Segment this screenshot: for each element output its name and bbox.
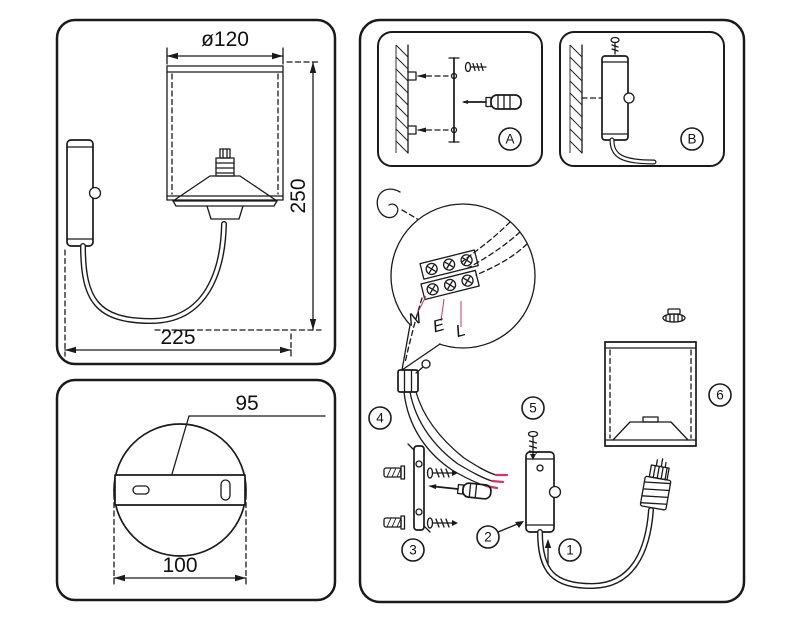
dim-plate-width-label: 95: [235, 392, 258, 415]
ring-terminal-icon: [421, 359, 431, 369]
shade-box: [604, 341, 697, 447]
mount-slot-horizontal: [132, 485, 150, 495]
step-b-label: B: [687, 132, 696, 147]
step-6-label: 6: [716, 388, 724, 403]
dim-height-label: 250: [287, 178, 310, 213]
dimension-depth: 225: [64, 249, 292, 357]
screw-icon: [426, 467, 458, 479]
wall-hatching: [395, 44, 409, 154]
step-a-label: A: [505, 132, 514, 147]
mounting-bracket-sketch: [448, 57, 460, 143]
step-4-connector: 4: [368, 359, 509, 490]
wiring-detail-balloon: N E L: [376, 188, 536, 371]
screwdriver-icon: [462, 94, 522, 110]
lamp-arm-drawing: [80, 221, 227, 325]
mounting-bracket: [413, 445, 425, 531]
wall-hatching: [569, 44, 583, 154]
wall-anchor-icon: [383, 465, 406, 480]
step-3-label: 3: [409, 543, 417, 558]
step-a-subpanel: A: [377, 31, 543, 167]
top-screw: [610, 36, 620, 55]
dimension-base-diameter: 100: [113, 493, 247, 585]
dim-depth-label: 225: [160, 326, 195, 349]
step-a-badge: [498, 127, 522, 151]
step-3-hardware: 3: [383, 443, 492, 562]
screw-small: [464, 61, 487, 73]
step-4-badge: [368, 406, 392, 430]
top-view-panel: 95 100: [55, 378, 337, 602]
dim-diameter-label: ø120: [201, 28, 249, 51]
panel-border: [55, 378, 337, 602]
step-6-shade: 6: [604, 308, 732, 447]
lamp-socket-icon: [639, 458, 672, 511]
dimension-diameter: ø120: [166, 28, 284, 65]
arm-sketch: [609, 137, 657, 165]
step-1-badge: [558, 538, 582, 562]
step-b-subpanel: B: [559, 31, 725, 167]
installation-panel: A: [358, 18, 746, 604]
step-2-badge: [476, 525, 500, 549]
step-1-label: 1: [566, 543, 574, 558]
step-4-label: 4: [376, 411, 384, 426]
dim-base-diameter-label: 100: [162, 554, 197, 577]
step-6-badge: [708, 383, 732, 407]
lamp-holder-drawing: [172, 148, 278, 220]
step-5-badge: [521, 396, 545, 420]
step-1-arm: 1: [537, 458, 672, 590]
step-2-backplate: 2: [476, 451, 562, 549]
terminal-block-sketch: [419, 249, 480, 301]
panel-border: [55, 18, 337, 366]
step-b-badge: [680, 127, 704, 151]
dimension-height: 250: [154, 61, 322, 331]
back-plate-sketch: [581, 55, 635, 141]
wire-neutral-label: N: [406, 308, 423, 330]
panel-border: [358, 18, 746, 604]
step-3-badge: [401, 538, 425, 562]
side-view-panel: ø120 250 225: [55, 18, 337, 366]
shade-cylinder-drawing: [166, 65, 284, 201]
dimension-plate-width: 95: [171, 392, 326, 475]
step-5-label: 5: [529, 401, 537, 416]
step-2-label: 2: [484, 530, 492, 545]
screw-icon: [426, 517, 458, 529]
drill-holes: [407, 71, 449, 135]
screwdriver-icon: [428, 482, 492, 500]
step-5-screw: 5: [521, 396, 545, 460]
mount-slot-vertical: [220, 479, 231, 501]
wall-plate-drawing: [66, 139, 102, 247]
canopy-drawing: [113, 423, 247, 557]
cable-loop-sketch: [376, 188, 401, 219]
wall-anchor-icon: [383, 515, 406, 530]
finial-icon: [662, 308, 686, 323]
